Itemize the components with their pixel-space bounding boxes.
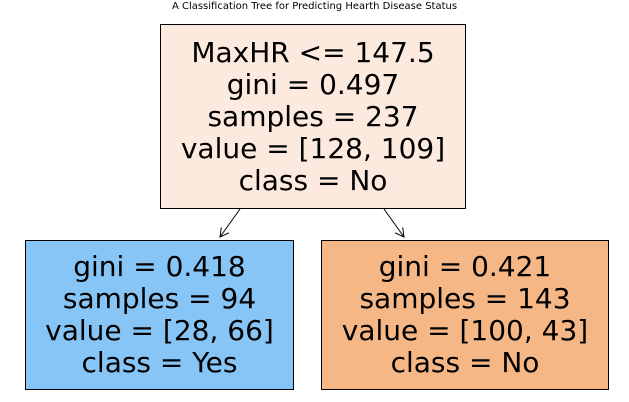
node-value: value = [28, 66]	[45, 314, 274, 347]
diagram-title: A Classification Tree for Predicting Hea…	[171, 1, 458, 12]
edge-root-left	[219, 208, 241, 238]
tree-node-root: MaxHR <= 147.5 gini = 0.497 samples = 23…	[160, 24, 466, 209]
node-samples: samples = 94	[62, 282, 257, 315]
node-gini: gini = 0.497	[226, 67, 400, 101]
node-class: class = No	[238, 163, 388, 197]
node-class: class = Yes	[81, 346, 238, 379]
node-class: class = No	[390, 346, 540, 379]
tree-node-left-leaf: gini = 0.418 samples = 94 value = [28, 6…	[25, 240, 294, 390]
node-gini: gini = 0.418	[73, 250, 246, 283]
node-value: value = [100, 43]	[341, 314, 589, 347]
node-samples: samples = 143	[359, 282, 571, 315]
node-value: value = [128, 109]	[180, 131, 446, 165]
tree-node-right-leaf: gini = 0.421 samples = 143 value = [100,…	[321, 240, 609, 390]
edge-root-right	[383, 208, 405, 238]
node-gini: gini = 0.421	[378, 250, 552, 283]
node-samples: samples = 237	[207, 99, 419, 133]
node-split-condition: MaxHR <= 147.5	[191, 35, 435, 69]
